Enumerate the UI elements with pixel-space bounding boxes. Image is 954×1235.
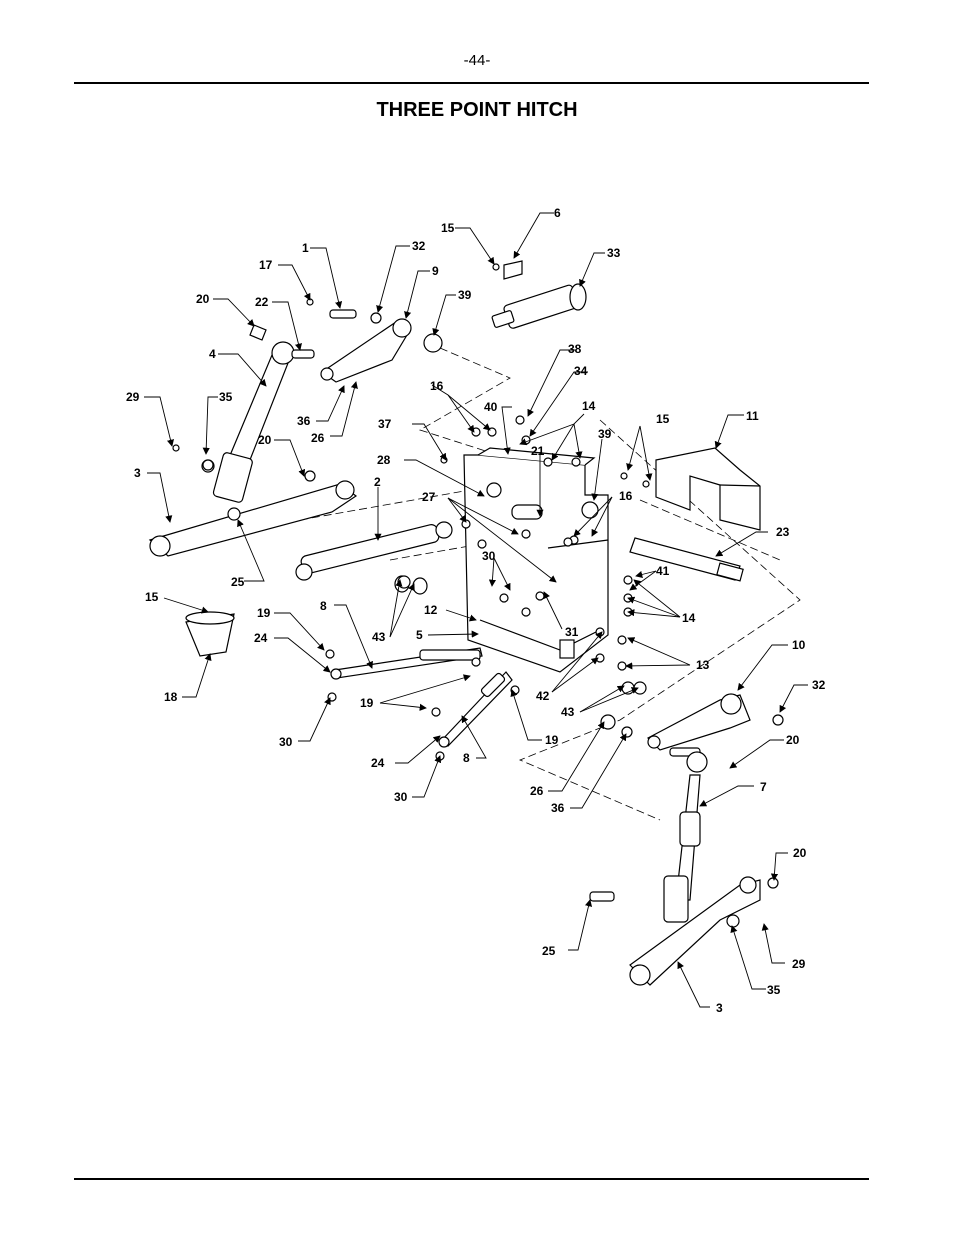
callout-14: 14 — [582, 399, 596, 413]
bottom-rule — [74, 1178, 869, 1180]
callout-29: 29 — [126, 390, 140, 404]
callout-33: 33 — [607, 246, 621, 260]
callout-34: 34 — [574, 364, 588, 378]
right-lift-arm — [600, 693, 784, 773]
callout-43: 43 — [561, 705, 575, 719]
callout-37: 37 — [378, 417, 392, 431]
callout-24: 24 — [254, 631, 268, 645]
callout-24: 24 — [371, 756, 385, 770]
pto-shaft — [629, 537, 744, 582]
callout-30: 30 — [279, 735, 293, 749]
callout-28: 28 — [377, 453, 391, 467]
callout-30: 30 — [394, 790, 408, 804]
callout-25: 25 — [231, 575, 245, 589]
lower-link-left — [148, 459, 358, 557]
callout-20: 20 — [786, 733, 800, 747]
page-number: -44- — [463, 52, 491, 69]
bushing-cup — [185, 611, 235, 657]
callout-23: 23 — [776, 525, 790, 539]
callout-29: 29 — [792, 957, 806, 971]
callout-26: 26 — [530, 784, 544, 798]
callout-20: 20 — [196, 292, 210, 306]
callout-4: 4 — [209, 347, 216, 361]
callout-15: 15 — [145, 590, 159, 604]
callout-7: 7 — [760, 780, 767, 794]
callout-27: 27 — [422, 490, 436, 504]
lower-cylinder — [295, 521, 453, 595]
callout-21: 21 — [531, 444, 545, 458]
right-upper-link — [663, 774, 701, 923]
callout-30: 30 — [482, 549, 496, 563]
callout-20: 20 — [258, 433, 272, 447]
callout-18: 18 — [164, 690, 178, 704]
pto-shield — [655, 447, 761, 531]
callout-32: 32 — [812, 678, 826, 692]
callout-39: 39 — [598, 427, 612, 441]
callout-25: 25 — [542, 944, 556, 958]
callout-10: 10 — [792, 638, 806, 652]
parts-illustration — [148, 260, 801, 986]
callout-15: 15 — [656, 412, 670, 426]
callout-6: 6 — [554, 206, 561, 220]
callout-42: 42 — [536, 689, 550, 703]
callout-16: 16 — [430, 379, 444, 393]
callout-26: 26 — [311, 431, 325, 445]
callout-14: 14 — [682, 611, 696, 625]
leader-lines — [144, 212, 808, 1008]
callout-16: 16 — [619, 489, 633, 503]
callout-2: 2 — [374, 475, 381, 489]
callout-19: 19 — [257, 606, 271, 620]
callout-12: 12 — [424, 603, 438, 617]
lift-arm-left — [320, 309, 443, 383]
callout-5: 5 — [416, 628, 423, 642]
callout-19: 19 — [545, 733, 559, 747]
callout-35: 35 — [219, 390, 233, 404]
upper-link-left — [212, 324, 315, 503]
callout-35: 35 — [767, 983, 781, 997]
callout-40: 40 — [484, 400, 498, 414]
callout-13: 13 — [696, 658, 710, 672]
callout-3: 3 — [134, 466, 141, 480]
top-rule — [74, 82, 869, 84]
right-lower-link — [589, 876, 779, 986]
turnbuckles — [330, 647, 513, 748]
callout-31: 31 — [565, 625, 579, 639]
callout-9: 9 — [432, 264, 439, 278]
callout-3: 3 — [716, 1001, 723, 1015]
callout-19: 19 — [360, 696, 374, 710]
callout-11: 11 — [746, 409, 759, 423]
hydraulic-cylinder — [491, 260, 587, 329]
callout-20: 20 — [793, 846, 807, 860]
callout-labels: 1 32 17 9 15 6 33 39 20 22 4 29 35 36 26… — [126, 206, 826, 1015]
callout-1: 1 — [302, 241, 309, 255]
callout-8: 8 — [320, 599, 327, 613]
page-title: THREE POINT HITCH — [376, 99, 578, 121]
callout-41: 41 — [656, 564, 670, 578]
callout-17: 17 — [259, 258, 273, 272]
callout-39: 39 — [458, 288, 472, 302]
callout-32: 32 — [412, 239, 426, 253]
callout-36: 36 — [297, 414, 311, 428]
callout-36: 36 — [551, 801, 565, 815]
callout-22: 22 — [255, 295, 269, 309]
callout-15: 15 — [441, 221, 455, 235]
callout-38: 38 — [568, 342, 582, 356]
callout-43: 43 — [372, 630, 386, 644]
callout-8: 8 — [463, 751, 470, 765]
